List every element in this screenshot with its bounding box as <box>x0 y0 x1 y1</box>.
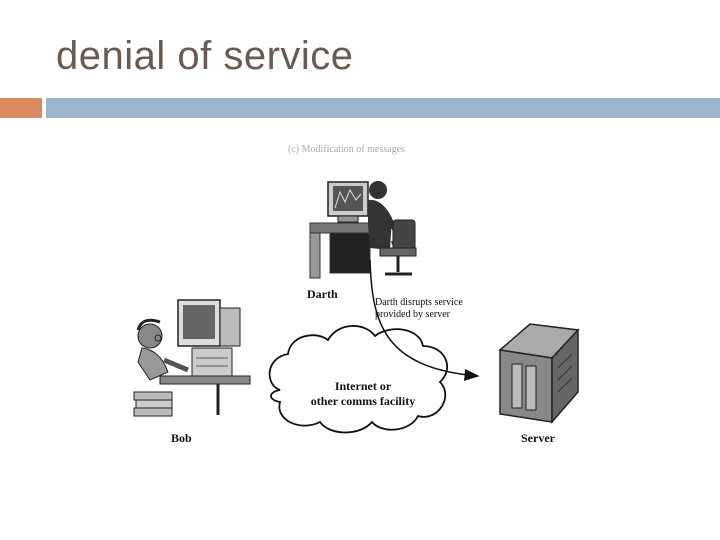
diagram-svg: (c) Modification of messages Darth <box>133 144 580 445</box>
accent-bar-orange <box>0 98 42 118</box>
cloud-label-line2: other comms facility <box>311 394 415 408</box>
bob-label: Bob <box>171 431 192 445</box>
darth-label: Darth <box>307 287 338 301</box>
diagram-caption: (c) Modification of messages <box>288 144 405 155</box>
bob-illustration <box>133 299 251 417</box>
darth-illustration <box>309 181 417 279</box>
annotation-line1: Darth disrupts service <box>375 297 463 308</box>
server-label: Server <box>521 431 556 445</box>
server-illustration <box>498 323 580 425</box>
slide-title: denial of service <box>56 34 354 78</box>
annotation-line2: provided by server <box>375 309 451 320</box>
attack-arrow <box>369 259 480 381</box>
dos-diagram: (c) Modification of messages Darth <box>120 140 580 460</box>
cloud-label-line1: Internet or <box>335 379 392 393</box>
accent-bar-blue <box>46 98 720 118</box>
